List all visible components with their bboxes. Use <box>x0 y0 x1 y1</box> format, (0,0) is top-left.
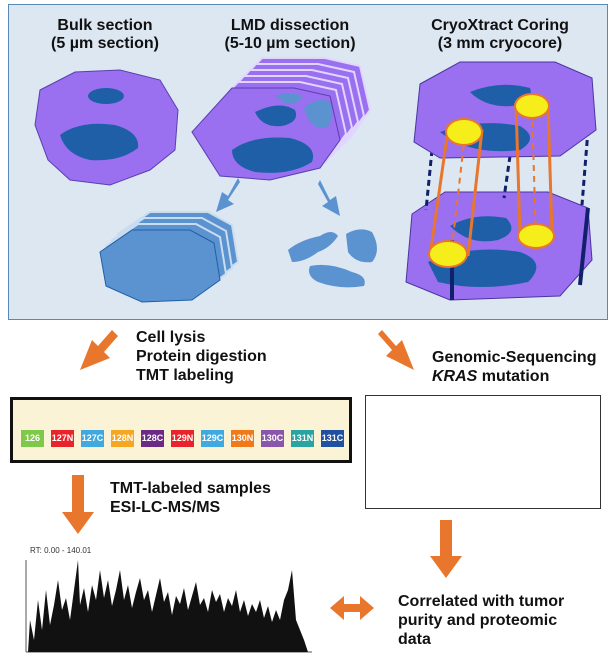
ms-step-label: TMT-labeled samples ESI-LC-MS/MS <box>110 479 271 517</box>
kras-gene: KRAS <box>432 368 478 385</box>
arrow-to-spectrum <box>62 475 94 534</box>
genomic-line-2: KRAS mutation <box>432 367 596 386</box>
tmt-tag-127C: 127C <box>81 430 104 447</box>
bulk-title-text: Bulk section <box>57 17 153 34</box>
tmt-tag-131C: 131C <box>321 430 344 447</box>
correlation-label: Correlated with tumor purity and proteom… <box>398 592 564 649</box>
ms-line-1: TMT-labeled samples <box>110 480 271 497</box>
sequencing-panel <box>365 395 601 509</box>
genomic-line-1: Genomic-Sequencing <box>432 349 597 366</box>
tmt-tag-128N: 128N <box>111 430 134 447</box>
tmt-tag-126: 126 <box>21 430 44 447</box>
cryo-section-title: CryoXtract Coring (3 mm cryocore) <box>410 17 590 53</box>
correlation-line-1: Correlated with tumor <box>398 593 565 610</box>
tmt-tag-130N: 130N <box>231 430 254 447</box>
genomic-line-2-rest: mutation <box>477 368 550 385</box>
double-arrow <box>330 596 374 620</box>
bulk-section-tissue <box>34 69 179 186</box>
tmt-label-panel: 126 127N 127C 128N 128C 129N 129C 130N 130C 131N 1… <box>10 397 352 463</box>
arrow-to-genomic <box>378 330 414 370</box>
lmd-section-title: LMD dissection (5-10 µm section) <box>210 17 370 53</box>
lmd-split-arrows <box>216 178 340 216</box>
spectrum-header: RT: 0.00 - 140.01 <box>30 546 92 555</box>
tmt-tag-128C: 128C <box>141 430 164 447</box>
mass-spectrum <box>25 560 312 653</box>
tmt-tag-130C: 130C <box>261 430 284 447</box>
lmd-title-text: LMD dissection <box>230 17 350 34</box>
correlation-line-2: purity and proteomic <box>398 612 558 629</box>
lysis-line-2: Protein digestion <box>136 348 267 365</box>
tmt-tag-131N: 131N <box>291 430 314 447</box>
lmd-stacked-sections <box>191 57 372 181</box>
genomic-step-label: Genomic-Sequencing KRAS mutation <box>432 348 596 386</box>
ms-line-2: ESI-LC-MS/MS <box>110 499 221 516</box>
correlation-line-3: data <box>398 631 431 648</box>
cryo-title-text: CryoXtract Coring <box>431 17 569 34</box>
tmt-tag-129N: 129N <box>171 430 194 447</box>
arrow-to-tmt <box>80 330 118 370</box>
lysis-line-1: Cell lysis <box>136 329 206 346</box>
flow-arrows <box>62 330 462 620</box>
lysis-step-label: Cell lysis Protein digestion TMT labelin… <box>136 328 267 385</box>
arrow-to-correlation <box>430 520 462 578</box>
lmd-dissected-pieces <box>288 229 377 288</box>
lmd-sub-text: (5-10 µm section) <box>224 35 356 52</box>
lysis-line-3: TMT labeling <box>136 367 234 384</box>
cryo-sub-text: (3 mm cryocore) <box>437 35 563 52</box>
tmt-tag-127N: 127N <box>51 430 74 447</box>
bulk-sub-text: (5 µm section) <box>51 35 159 52</box>
tmt-tag-129C: 129C <box>201 430 224 447</box>
lmd-remaining-stack <box>99 211 240 303</box>
bulk-section-title: Bulk section (5 µm section) <box>40 17 170 53</box>
cryo-coring-blocks <box>405 61 597 301</box>
